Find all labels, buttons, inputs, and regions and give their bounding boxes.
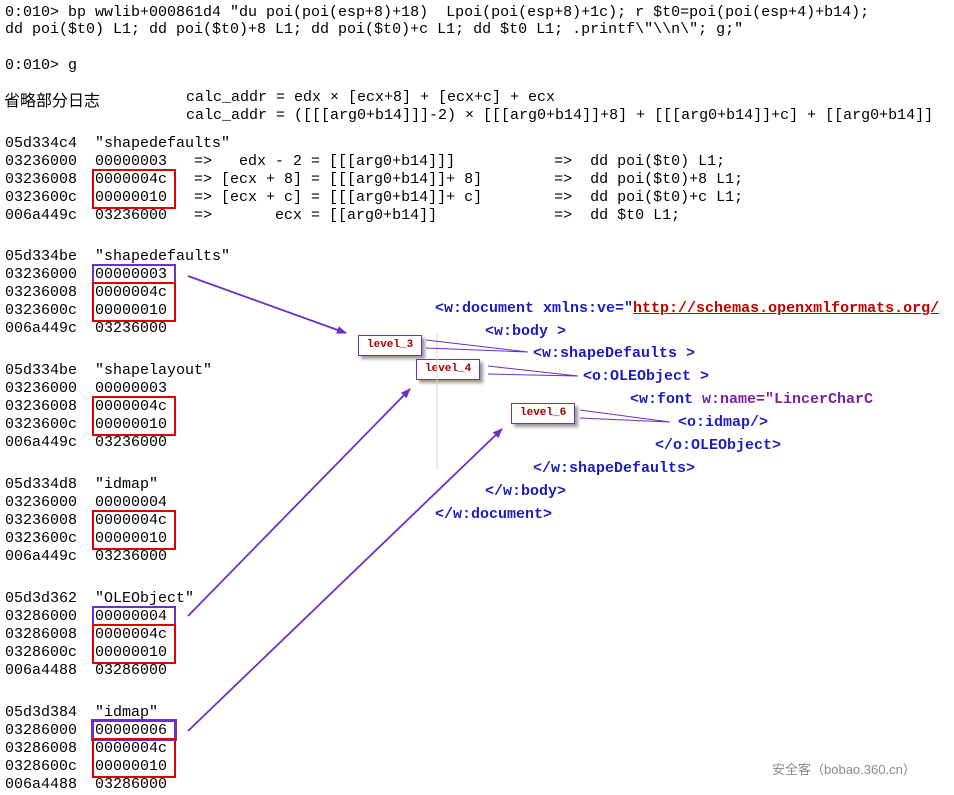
- xml-font-tag: <w:font w:name="LincerCharC: [630, 390, 873, 410]
- memory-block-shapedefaults-annotated: 05d334c4 "shapedefaults" 03236000 000000…: [5, 135, 743, 225]
- dump-row: 03236008 0000004c: [5, 284, 168, 301]
- memory-block-idmap-2: 05d3d384 "idmap" 03286000 00000006 03286…: [5, 704, 177, 794]
- watermark-text: 安全客（bobao.360.cn）: [772, 762, 916, 777]
- dump-header: 05d334be "shapedefaults": [5, 248, 231, 265]
- dump-row: 006a449c 03236000 => ecx = [[arg0+b14]] …: [5, 207, 681, 224]
- dump-row: 0328600c 00000010: [5, 758, 168, 775]
- dump-row: 03236000 00000004: [5, 494, 168, 511]
- calc-addr-formula-2: calc_addr = ([[[arg0+b14]]]-2) × [[[arg0…: [186, 107, 934, 124]
- dump-header: 05d334be "shapelayout": [5, 362, 213, 379]
- dump-row: 03236000 00000003: [5, 380, 168, 397]
- dump-row: 006a4488 03286000: [5, 662, 168, 679]
- dump-row: 03236008 0000004c: [5, 512, 168, 529]
- dump-row: 006a449c 03236000: [5, 434, 168, 451]
- dump-row: 03236008 0000004c: [5, 398, 168, 415]
- dump-row: 006a449c 03236000: [5, 548, 168, 565]
- calc-addr-formula-1: calc_addr = edx × [ecx+8] + [ecx+c] + ec…: [186, 89, 556, 106]
- dump-row: 0328600c 00000010: [5, 644, 168, 661]
- dump-row: 0323600c 00000010: [5, 416, 168, 433]
- dump-header: 05d3d362 "OLEObject": [5, 590, 195, 607]
- arrow-oleobject-to-level4: [187, 388, 411, 617]
- dump-row: 03236008 0000004c => [ecx + 8] = [[[arg0…: [5, 171, 744, 188]
- dump-row: 0323600c 00000010: [5, 530, 168, 547]
- xml-oleobject-open: <o:OLEObject >: [583, 368, 710, 385]
- dump-row: 03236000 00000003: [5, 266, 168, 283]
- dump-row: 03236000 00000003 => edx - 2 = [[[arg0+b…: [5, 153, 726, 170]
- xml-document-close: </w:document>: [435, 506, 553, 523]
- callout-level6-to-idmap: [579, 409, 671, 423]
- xml-body-open: <w:body >: [485, 323, 567, 340]
- xml-idmap-tag: <o:idmap/>: [678, 414, 769, 431]
- arrow-idmap-to-level6: [187, 428, 503, 732]
- dump-header: 05d3d384 "idmap": [5, 704, 159, 721]
- dump-header: 05d334d8 "idmap": [5, 476, 159, 493]
- dump-row: 03286008 0000004c: [5, 740, 168, 757]
- xml-oleobject-close: </o:OLEObject>: [655, 437, 782, 454]
- dump-row: 0323600c 00000010 => [ecx + c] = [[[arg0…: [5, 189, 744, 206]
- xml-document-open: <w:document xmlns:ve="http://schemas.ope…: [435, 299, 939, 319]
- go-command: 0:010> g: [5, 57, 78, 74]
- xml-tag-text: <w:font: [630, 391, 703, 408]
- dump-header: 05d334c4 "shapedefaults": [5, 135, 231, 152]
- memory-block-idmap-1: 05d334d8 "idmap" 03236000 00000004 03236…: [5, 476, 176, 566]
- dump-row: 006a449c 03236000: [5, 320, 168, 337]
- memory-block-shapelayout: 05d334be "shapelayout" 03236000 00000003…: [5, 362, 212, 452]
- dump-row: 03286000 00000004: [5, 608, 168, 625]
- xml-font-name-attr: w:name="LincerCharC: [702, 391, 874, 408]
- omitted-log-note: 省略部分日志: [4, 93, 101, 110]
- label-level-3: level_3: [358, 335, 423, 356]
- label-level-6: level_6: [511, 403, 576, 424]
- xml-shapedefaults-close: </w:shapeDefaults>: [533, 460, 696, 477]
- dump-row: 006a4488 03286000: [5, 776, 168, 793]
- dump-row: 03286008 0000004c: [5, 626, 168, 643]
- command-line-1: 0:010> bp wwlib+000861d4 "du poi(poi(esp…: [5, 4, 870, 21]
- callout-level4-to-oleobject: [487, 365, 579, 377]
- dump-row: 0323600c 00000010: [5, 302, 168, 319]
- label-level-4: level_4: [416, 359, 481, 380]
- xml-body-close: </w:body>: [485, 483, 567, 500]
- dump-row: 03286000 00000006: [5, 722, 168, 739]
- memory-block-shapedefaults: 05d334be "shapedefaults" 03236000 000000…: [5, 248, 230, 338]
- command-line-2: dd poi($t0) L1; dd poi($t0)+8 L1; dd poi…: [5, 21, 744, 38]
- memory-block-oleobject: 05d3d362 "OLEObject" 03286000 00000004 0…: [5, 590, 194, 680]
- xml-tag-text: <w:document xmlns:ve=": [435, 300, 634, 317]
- xml-shapedefaults-open: <w:shapeDefaults >: [533, 345, 696, 362]
- xml-namespace-url: http://schemas.openxmlformats.org/: [633, 300, 940, 317]
